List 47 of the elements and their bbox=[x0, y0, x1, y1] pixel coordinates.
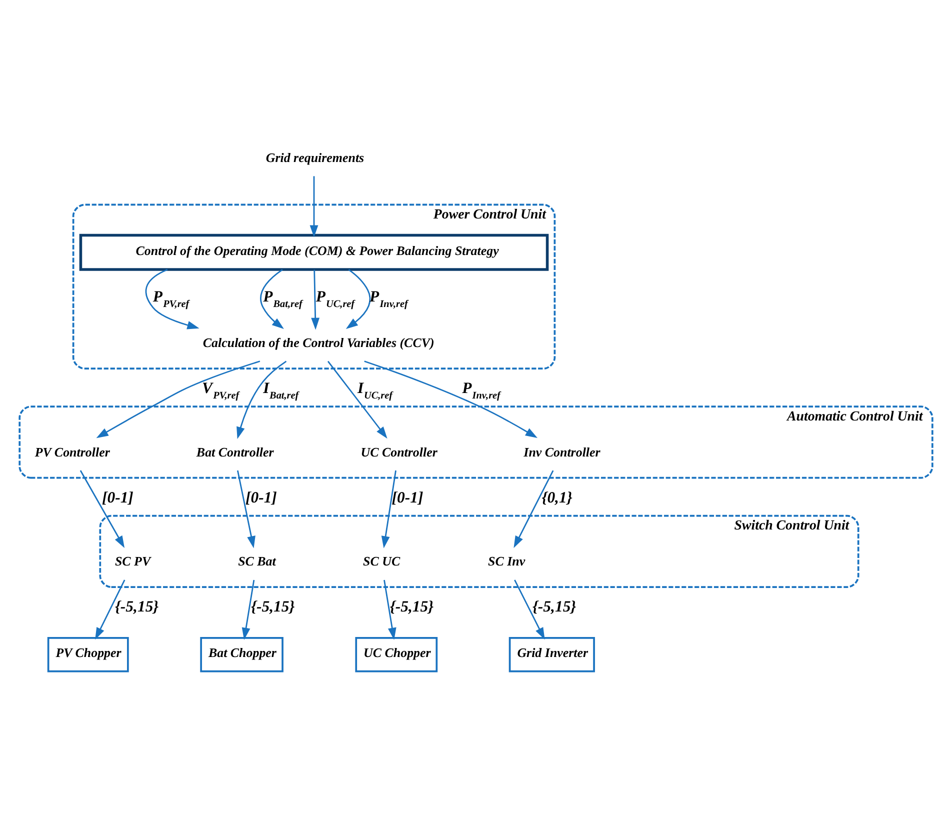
arrow bbox=[311, 270, 320, 330]
node-box: Grid Inverter bbox=[508, 637, 595, 672]
arrow bbox=[80, 470, 125, 548]
arrow bbox=[346, 269, 371, 329]
arrow bbox=[364, 360, 538, 438]
edge-label: I$_{Bat,ref}$ bbox=[263, 380, 299, 402]
edge-label: {-5,15} bbox=[114, 598, 159, 616]
node-text: SC Inv bbox=[488, 553, 526, 568]
edge-label: {-5,15} bbox=[390, 598, 434, 616]
node-box: UC Chopper bbox=[355, 637, 438, 672]
node-text: Grid requirements bbox=[266, 150, 364, 165]
edge-label: P$_{PV,ref}$ bbox=[152, 288, 190, 310]
node-box: Bat Chopper bbox=[200, 637, 284, 672]
arrow bbox=[327, 360, 388, 439]
edge-label: V$_{PV,ref}$ bbox=[202, 380, 240, 402]
edge-label: {0,1} bbox=[542, 489, 572, 506]
arrow bbox=[514, 470, 554, 548]
node-box: Control of the Operating Mode (COM) & Power Balancing Strategy bbox=[79, 234, 549, 271]
node-text: SC PV bbox=[114, 553, 151, 568]
node-text: Inv Controller bbox=[524, 444, 600, 460]
edge-label: I$_{UC,ref}$ bbox=[358, 380, 393, 402]
node-text: Calculation of the Control Variables (CCV) bbox=[202, 335, 434, 350]
arrow bbox=[242, 580, 255, 640]
arrow bbox=[514, 580, 545, 640]
arrow bbox=[95, 580, 126, 640]
arrow bbox=[236, 360, 287, 440]
edge-label: P$_{Bat,ref}$ bbox=[263, 288, 302, 310]
node-text: SC UC bbox=[363, 553, 400, 568]
node-text: PV Controller bbox=[34, 444, 110, 460]
edge-label: [0-1] bbox=[245, 489, 277, 506]
arrow bbox=[145, 268, 200, 330]
arrow bbox=[236, 470, 256, 548]
node-text: Bat Controller bbox=[196, 444, 274, 460]
arrow bbox=[381, 470, 396, 548]
node-text: UC Controller bbox=[360, 444, 438, 460]
arrow bbox=[260, 269, 284, 330]
edge-label: {-5,15} bbox=[251, 598, 295, 616]
arrow bbox=[96, 360, 260, 438]
arrow bbox=[384, 580, 396, 640]
edge-label: P$_{Inv,ref}$ bbox=[462, 380, 500, 402]
node-text: SC Bat bbox=[238, 553, 276, 568]
edge-label: [0-1] bbox=[392, 489, 424, 506]
edge-label: [0-1] bbox=[102, 489, 134, 506]
arrow bbox=[310, 176, 318, 238]
node-box: PV Chopper bbox=[47, 637, 129, 672]
edge-label: {-5,15} bbox=[532, 598, 576, 616]
edge-label: P$_{UC,ref}$ bbox=[316, 288, 355, 310]
